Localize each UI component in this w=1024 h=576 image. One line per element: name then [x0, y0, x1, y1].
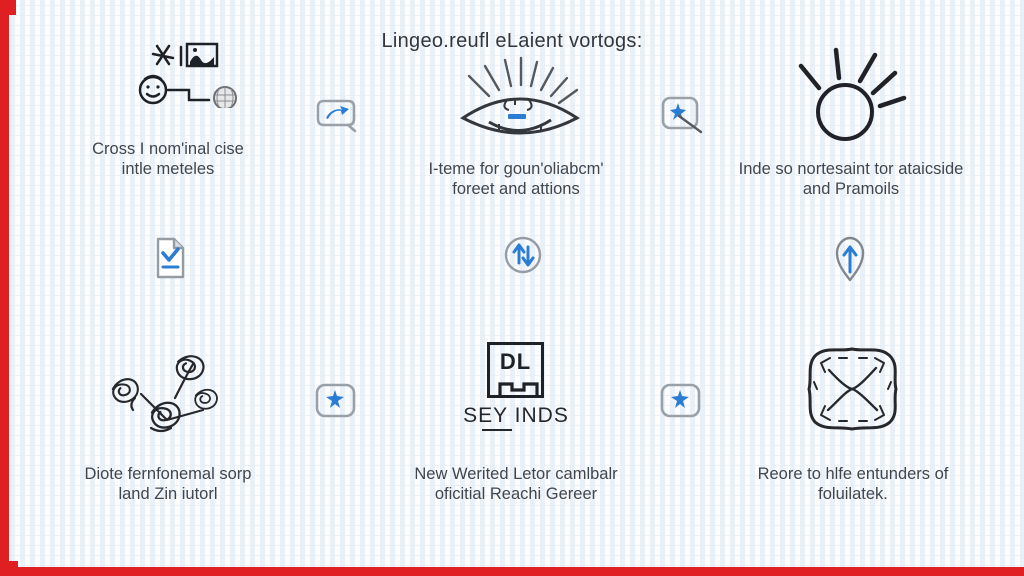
square-star-icon: [658, 382, 704, 425]
pillow-x-icon: [795, 338, 910, 445]
page-title: Lingeo.reufl eLaient vortogs:: [381, 30, 643, 52]
caption-bottom-right: Reore to hlfe entunders of foluilatek.: [732, 464, 974, 504]
caption-line: intle meteles: [121, 160, 215, 178]
eye-lashes-icon: [455, 56, 585, 151]
dl-box-notch: [498, 382, 539, 396]
caption-bottom-left: Diote fernfonemal sorp land Zin iutorl: [48, 464, 288, 504]
workflow-cluster-icon: [133, 38, 253, 113]
square-sparkle-diagonal-icon: [659, 94, 705, 141]
caption-line: Inde so nortesaint tor ataicside: [738, 160, 964, 178]
caption-line: New Werited Letor camlbalr: [414, 465, 618, 483]
chat-forward-icon: [314, 96, 358, 139]
dl-box-icon: DL: [487, 342, 544, 398]
red-left-bar: [0, 0, 9, 576]
sun-rays-icon: [793, 46, 908, 149]
caption-bottom-center: New Werited Letor camlbalr oficitial Rea…: [396, 464, 636, 504]
square-star-icon: [313, 382, 359, 425]
caption-line: Reore to hlfe entunders of: [757, 465, 949, 483]
caption-top-left: Cross I nom'inal cise intle meteles: [48, 139, 288, 179]
red-topleft-corner: [0, 0, 16, 15]
caption-top-right: Inde so nortesaint tor ataicside and Pra…: [722, 159, 980, 199]
sey-inds-label: SEY INDS: [396, 404, 636, 431]
caption-line: and Pramoils: [802, 180, 900, 198]
caption-top-center: I-teme for goun'oliabcm' foreet and atti…: [396, 159, 636, 199]
document-check-icon: [152, 236, 189, 286]
caption-line: foreet and attions: [452, 180, 580, 198]
caption-line: land Zin iutorl: [118, 485, 218, 503]
red-bottom-bar: [0, 567, 1024, 576]
pin-up-arrow-icon: [830, 234, 870, 289]
red-bottomleft-corner: [0, 561, 18, 576]
dl-box-label: DL: [499, 349, 532, 374]
circle-sort-arrows-icon: [501, 233, 545, 282]
caption-line: oficitial Reachi Gereer: [434, 485, 598, 503]
roses-sketch-icon: [105, 340, 233, 445]
caption-line: foluilatek.: [818, 485, 888, 503]
caption-line: Cross I nom'inal cise: [92, 140, 244, 158]
caption-line: Diote fernfonemal sorp: [84, 465, 252, 483]
caption-line: I-teme for goun'oliabcm': [428, 160, 604, 178]
